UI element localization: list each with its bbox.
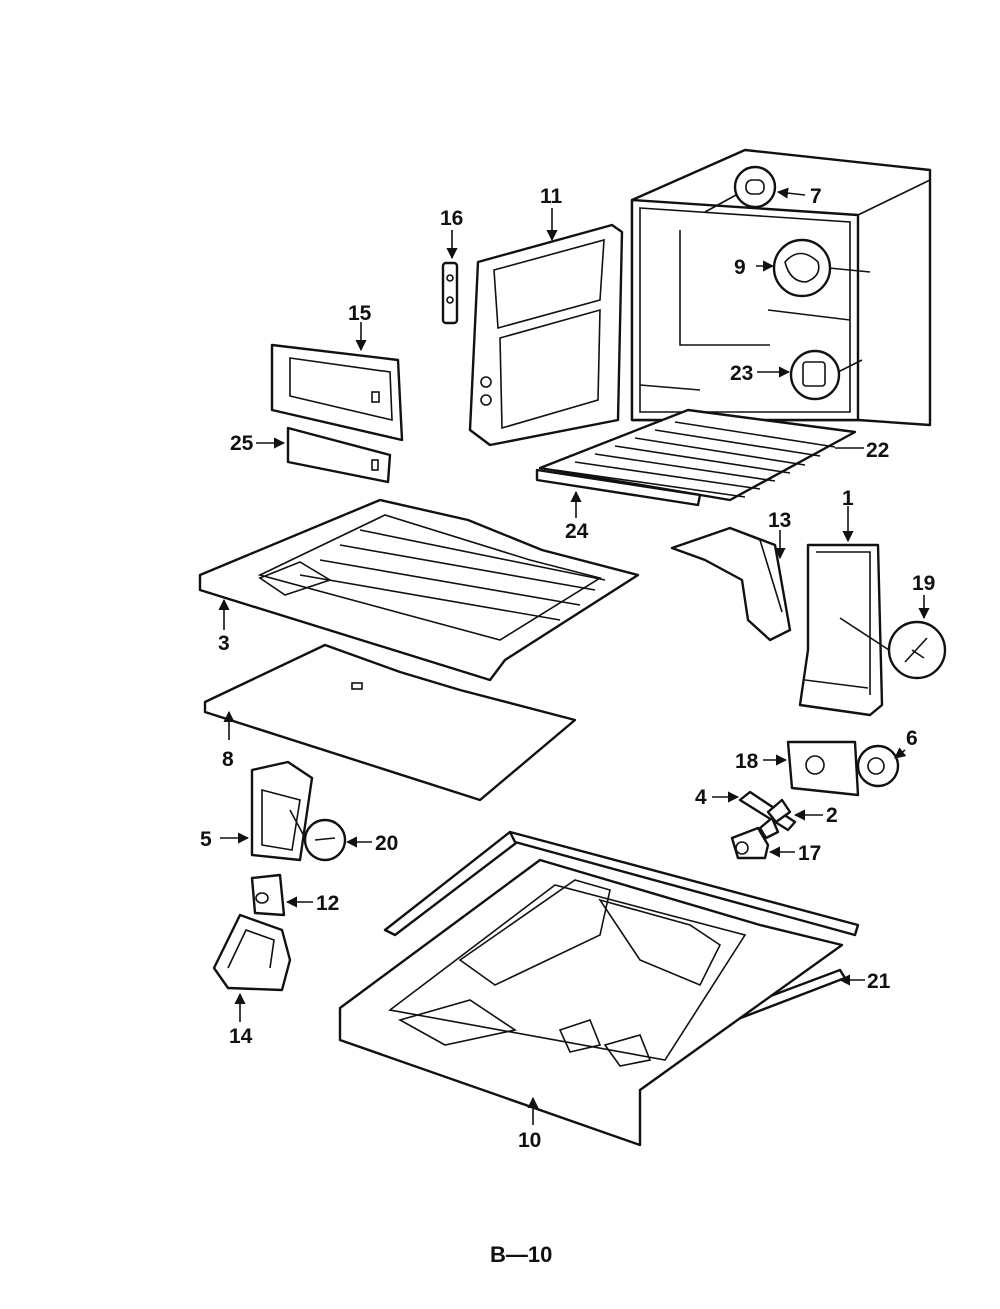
part-6-grommet: 6 bbox=[856, 727, 918, 788]
part-16-hinge: 16 bbox=[440, 207, 463, 325]
callout-24: 24 bbox=[565, 520, 589, 543]
callout-14: 14 bbox=[229, 1025, 253, 1048]
callout-10: 10 bbox=[518, 1129, 541, 1152]
part-1-evaporator-cover: 1 bbox=[798, 487, 884, 717]
callout-8: 8 bbox=[222, 748, 234, 771]
callout-19: 19 bbox=[912, 572, 935, 595]
callout-7: 7 bbox=[810, 185, 822, 208]
callout-6: 6 bbox=[906, 727, 918, 750]
callout-17: 17 bbox=[798, 842, 821, 865]
callout-20: 20 bbox=[375, 832, 398, 855]
part-3-drip-tray: 3 bbox=[198, 498, 640, 682]
callout-5: 5 bbox=[200, 828, 212, 851]
callout-13: 13 bbox=[768, 509, 791, 532]
callout-12: 12 bbox=[316, 892, 339, 915]
callout-3: 3 bbox=[218, 632, 230, 655]
part-5-ice-housing: 5 bbox=[200, 760, 314, 862]
callout-15: 15 bbox=[348, 302, 372, 325]
part-8-tray-cover: 8 bbox=[203, 643, 577, 802]
part-14-ice-bin: 14 bbox=[212, 913, 292, 1048]
part-20-button: 20 bbox=[289, 809, 398, 862]
callout-1: 1 bbox=[842, 487, 854, 510]
part-11-freezer-door: 11 bbox=[468, 185, 624, 447]
part-25-panel-insert: 25 bbox=[230, 426, 392, 484]
page-label: B—10 bbox=[490, 1242, 552, 1267]
callout-16: 16 bbox=[440, 207, 463, 230]
part-7-lamp-socket: 7 bbox=[704, 165, 822, 213]
callout-25: 25 bbox=[230, 432, 254, 455]
part-18-fan-bracket: 18 bbox=[735, 740, 860, 797]
callout-18: 18 bbox=[735, 750, 759, 773]
part-19-defrost-sensor: 19 bbox=[839, 572, 947, 680]
callout-11: 11 bbox=[540, 185, 563, 208]
part-9-light-shield: 9 bbox=[734, 238, 871, 298]
part-17-fan-motor: 17 bbox=[730, 826, 821, 865]
part-2-fan-blade: 2 bbox=[758, 798, 838, 840]
part-13-air-duct: 13 bbox=[670, 509, 791, 642]
callout-21: 21 bbox=[867, 970, 891, 993]
part-12-clip: 12 bbox=[250, 873, 339, 917]
callout-9: 9 bbox=[734, 256, 746, 279]
part-10-bottom-liner: 10 bbox=[338, 858, 844, 1152]
part-15-door-panel: 15 bbox=[270, 302, 404, 442]
part-24-shelf-rail: 24 bbox=[535, 468, 702, 543]
callout-22: 22 bbox=[866, 439, 889, 462]
callout-4: 4 bbox=[695, 786, 707, 809]
part-23-control: 23 bbox=[730, 349, 863, 401]
callout-23: 23 bbox=[730, 362, 753, 385]
callout-2: 2 bbox=[826, 804, 838, 827]
